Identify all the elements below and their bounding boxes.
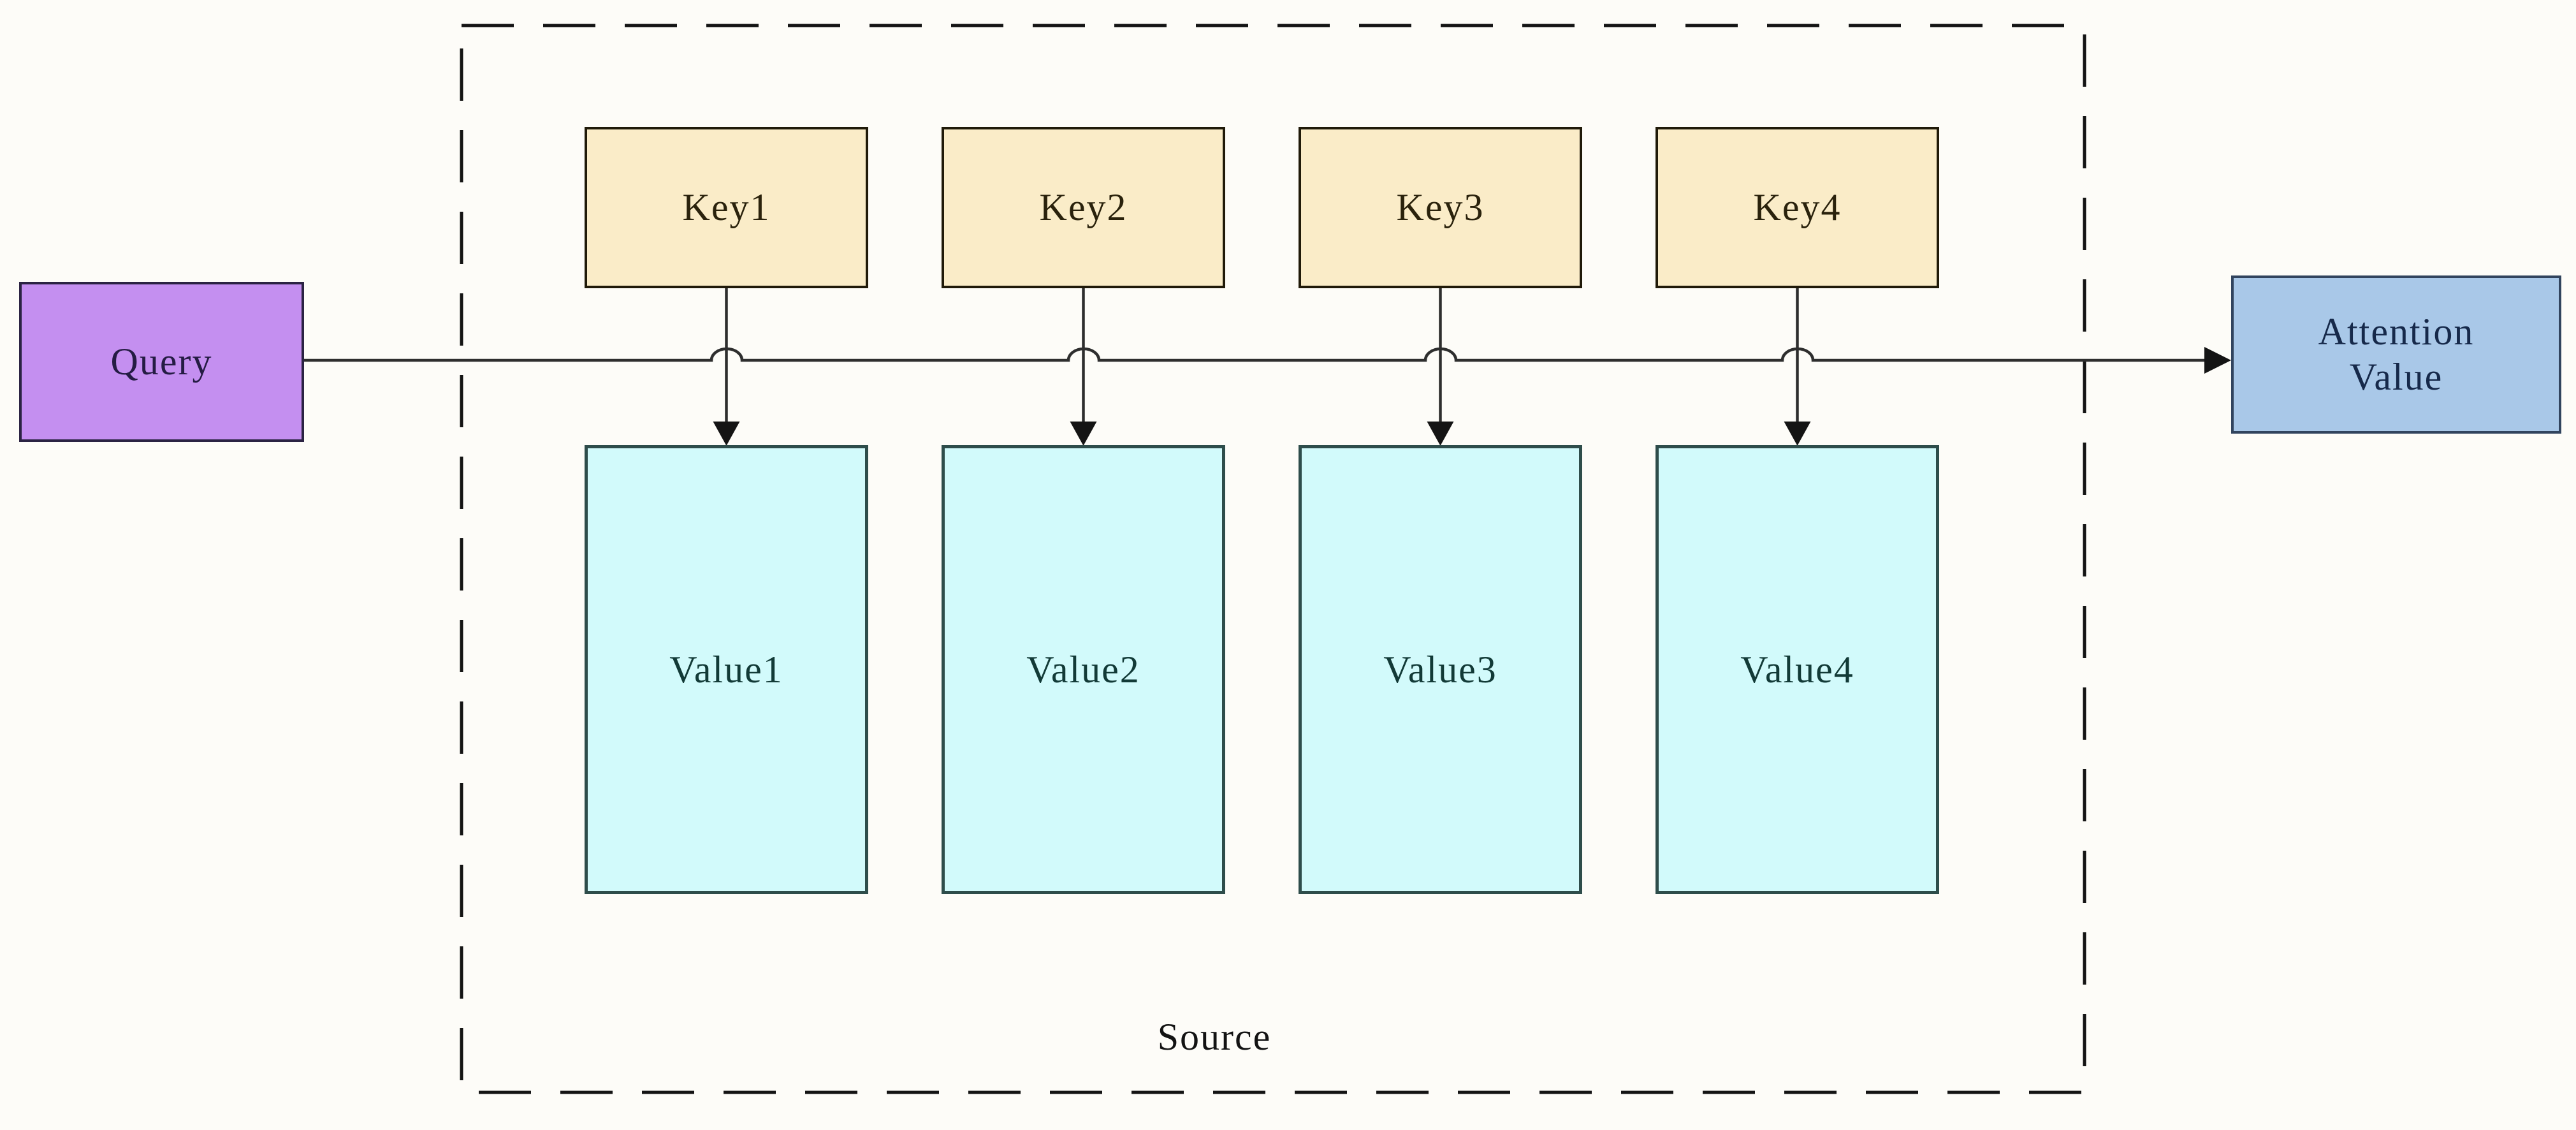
key2-to-value2-arrowhead: [1070, 422, 1097, 446]
value-label-3: Value3: [1383, 648, 1497, 691]
key-label-2: Key2: [1039, 186, 1128, 229]
value-label-4: Value4: [1740, 648, 1854, 691]
attention-value-node: Attention Value: [2231, 275, 2561, 434]
key3-to-value3-arrowhead: [1427, 422, 1454, 446]
key-node-2: Key2: [942, 127, 1225, 288]
query-node: Query: [19, 282, 304, 442]
key-value-arrows: [713, 288, 1811, 446]
value-node-4: Value4: [1655, 445, 1939, 894]
value-label-1: Value1: [669, 648, 783, 691]
value-node-3: Value3: [1299, 445, 1582, 894]
attention-value-label-line1: Attention: [2318, 311, 2475, 353]
key-label-4: Key4: [1753, 186, 1842, 229]
key-label-1: Key1: [682, 186, 771, 229]
key-label-3: Key3: [1396, 186, 1485, 229]
value-node-1: Value1: [585, 445, 868, 894]
query-label: Query: [110, 341, 213, 383]
value-node-2: Value2: [942, 445, 1225, 894]
value-label-2: Value2: [1026, 648, 1140, 691]
attention-arrowhead: [2204, 347, 2231, 374]
key-node-1: Key1: [585, 127, 868, 288]
query-to-attention-line: [304, 347, 2204, 362]
key1-to-value1-arrowhead: [713, 422, 740, 446]
key-node-3: Key3: [1299, 127, 1582, 288]
source-label: Source: [1157, 1016, 1272, 1058]
key4-to-value4-arrowhead: [1784, 422, 1811, 446]
key-node-4: Key4: [1655, 127, 1939, 288]
attention-value-label-line2: Value: [2349, 356, 2443, 398]
